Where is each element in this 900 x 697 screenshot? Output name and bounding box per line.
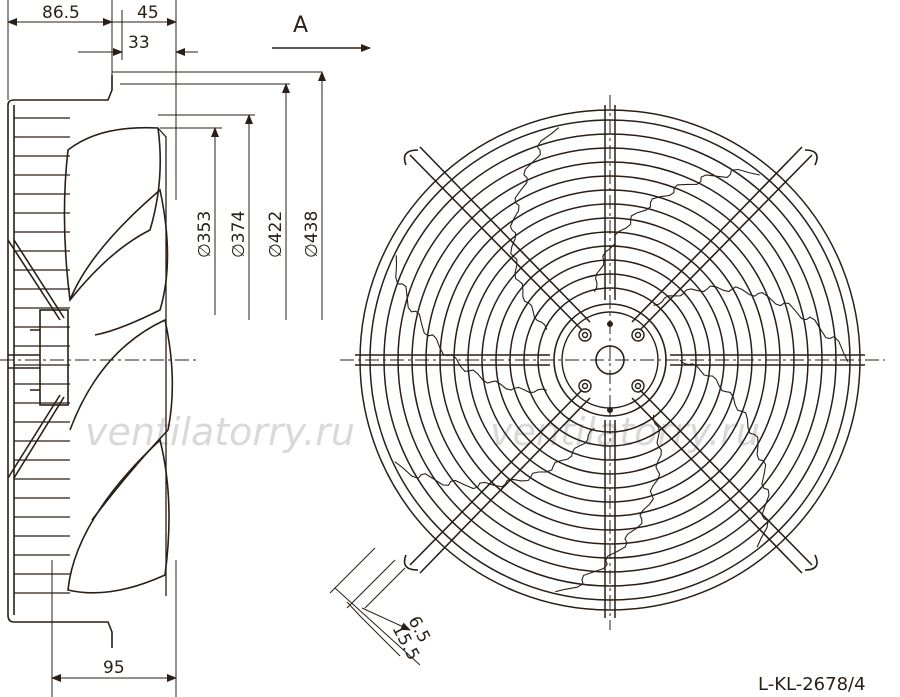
blade-edge <box>395 255 548 393</box>
blade-edge <box>653 285 849 362</box>
diameter-label-422: ∅422 <box>266 211 286 258</box>
slot-dimensions <box>329 547 421 666</box>
dim-guard-offset-label: 45 <box>137 3 159 23</box>
watermark-left: ventilatorry.ru <box>85 410 355 454</box>
diameter-label-353: ∅353 <box>195 211 215 258</box>
blade-edge <box>593 168 760 293</box>
dim-overall-width-label: 86.5 <box>42 3 80 23</box>
drawing-code: L-KL-2678/4 <box>758 674 866 695</box>
blade-edge <box>679 359 770 548</box>
view-arrow-label: A <box>293 13 308 38</box>
dim-inner-label: 33 <box>128 33 150 53</box>
diameter-label-438: ∅438 <box>302 211 322 258</box>
blade-edge <box>509 127 560 330</box>
diameter-label-374: ∅374 <box>229 211 249 258</box>
watermark-right: ventilatorry.ru <box>490 410 760 454</box>
front-view <box>340 95 885 630</box>
side-view <box>0 75 200 648</box>
blade-edge <box>555 414 662 593</box>
side-view-dimensions <box>7 0 371 697</box>
blade-edge <box>394 427 595 490</box>
dim-bottom-label: 95 <box>103 658 125 678</box>
